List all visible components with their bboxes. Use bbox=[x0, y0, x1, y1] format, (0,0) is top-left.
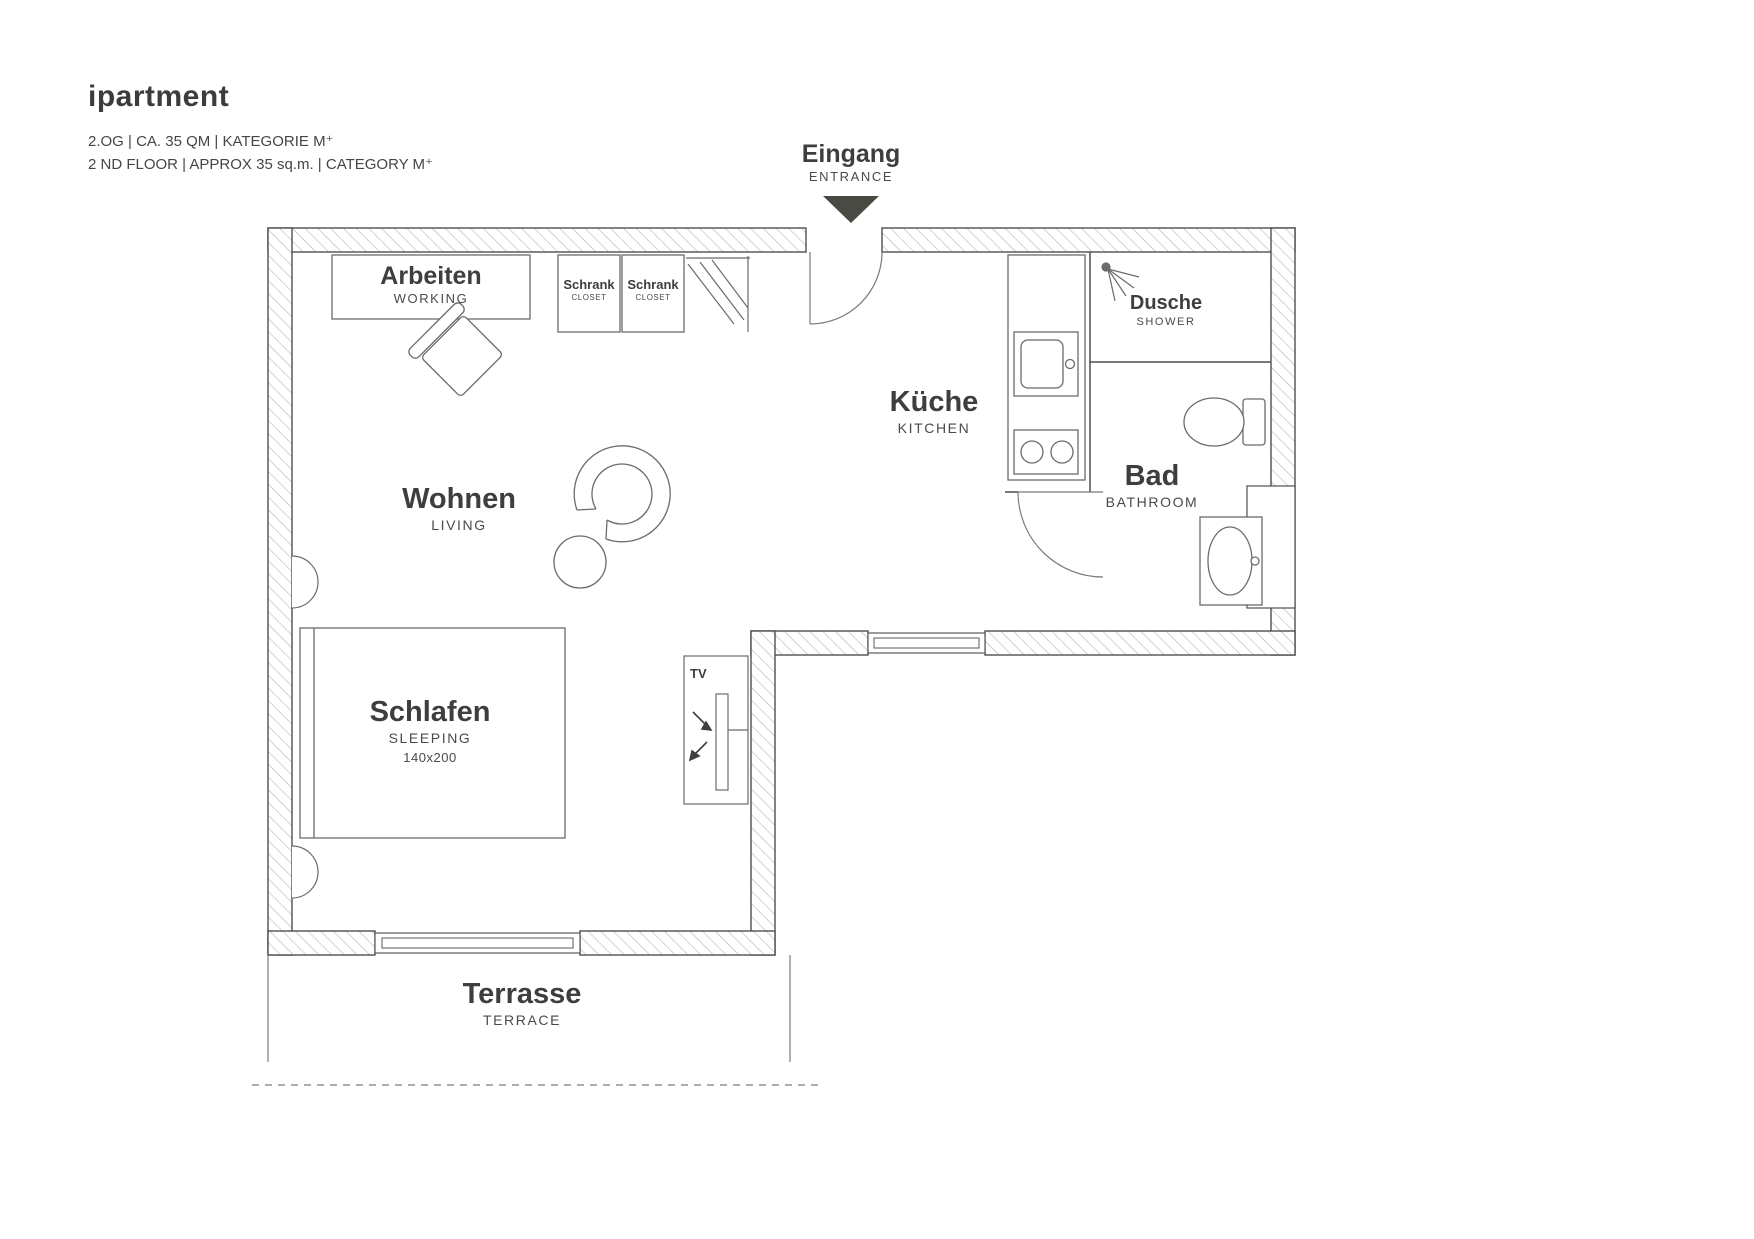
room-label-working: Arbeiten WORKING bbox=[380, 262, 482, 306]
tv-label: TV bbox=[690, 666, 707, 681]
bed bbox=[299, 627, 566, 839]
brand-title: ipartment bbox=[88, 80, 230, 113]
tv-unit bbox=[683, 655, 749, 805]
room-label-closet-b: Schrank CLOSET bbox=[627, 277, 679, 302]
shower-head-icon bbox=[1101, 262, 1140, 302]
room-label-terrace: Terrasse TERRACE bbox=[462, 978, 582, 1029]
plan-subtitle-en: 2 ND FLOOR | APPROX 35 sq.m. | CATEGORY … bbox=[88, 156, 433, 174]
room-label-closet-a: Schrank CLOSET bbox=[563, 277, 615, 302]
room-label-sleeping: Schlafen SLEEPING 140x200 bbox=[369, 696, 491, 766]
entrance-label-en: ENTRANCE bbox=[808, 169, 894, 184]
plan-subtitle-de: 2.OG | CA. 35 QM | KATEGORIE M⁺ bbox=[88, 133, 334, 150]
room-label-shower: Dusche SHOWER bbox=[1129, 292, 1203, 329]
tv-panel bbox=[715, 693, 729, 791]
entrance-arrow-icon bbox=[823, 196, 879, 223]
armchair bbox=[573, 445, 671, 543]
room-label-bath: Bad BATHROOM bbox=[1105, 460, 1199, 511]
bathroom-sink bbox=[1199, 516, 1263, 606]
room-label-kitchen: Küche KITCHEN bbox=[889, 386, 979, 437]
tv-swivel-arrows bbox=[688, 711, 713, 762]
window-bedroom bbox=[374, 932, 581, 954]
plan-header: ipartment 2.OG | CA. 35 QM | KATEGORIE M… bbox=[88, 80, 433, 177]
entrance-label-de: Eingang bbox=[801, 140, 901, 168]
coat-rack bbox=[686, 256, 750, 332]
window-hall bbox=[867, 632, 986, 654]
terrace-boundary bbox=[252, 955, 820, 1086]
entrance-door bbox=[809, 251, 883, 325]
room-label-living: Wohnen LIVING bbox=[402, 483, 516, 534]
closet-a bbox=[557, 254, 621, 333]
bed-dimensions: 140x200 bbox=[403, 750, 457, 766]
stove bbox=[1013, 429, 1079, 475]
toilet bbox=[1183, 397, 1266, 447]
kitchen-counter bbox=[1007, 254, 1086, 481]
partition-walls bbox=[1005, 252, 1271, 493]
desk-chair bbox=[408, 302, 503, 397]
bathroom-door bbox=[1017, 491, 1104, 578]
kitchen-sink bbox=[1013, 331, 1079, 397]
side-table bbox=[553, 535, 607, 589]
entrance-label: Eingang ENTRANCE bbox=[802, 140, 901, 185]
wall-recess bbox=[291, 555, 319, 899]
closet-b bbox=[621, 254, 685, 333]
desk bbox=[331, 254, 531, 320]
